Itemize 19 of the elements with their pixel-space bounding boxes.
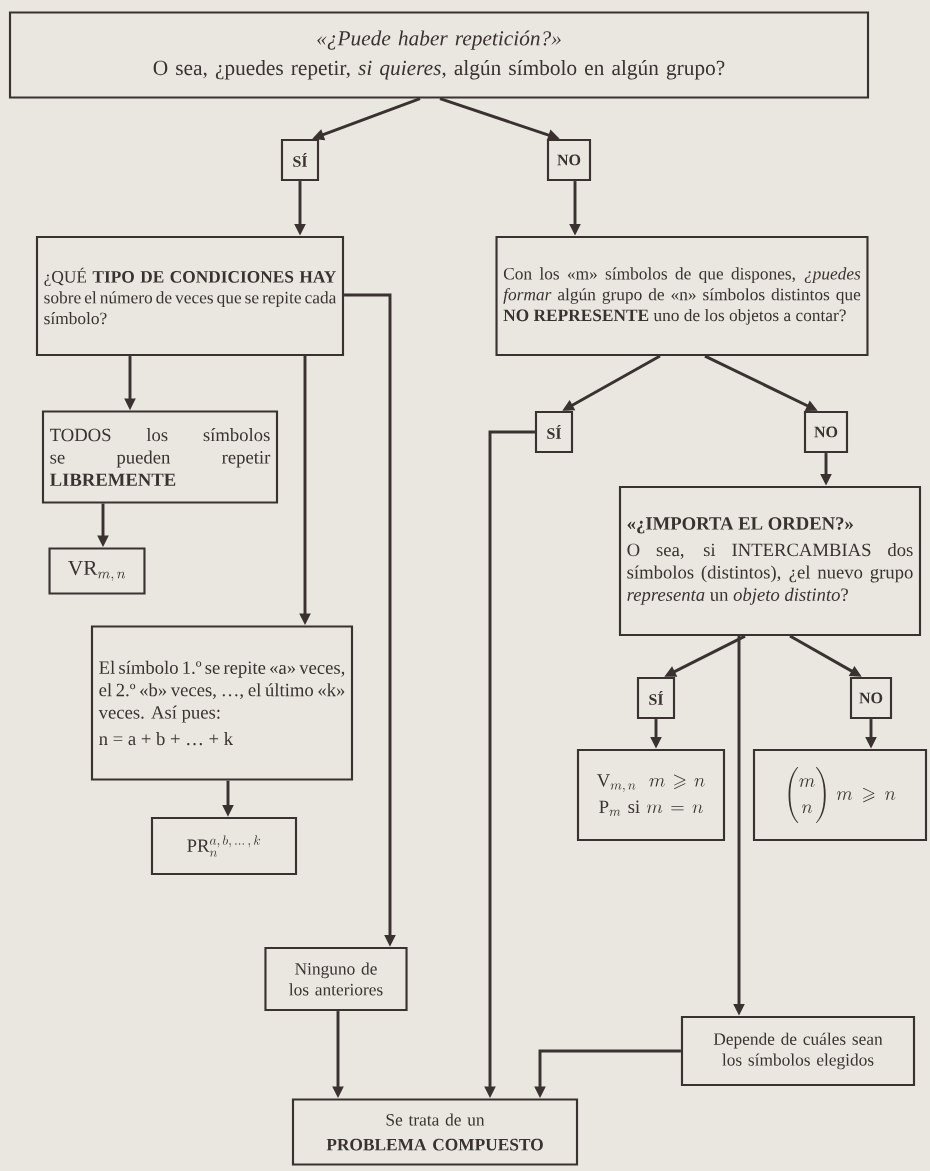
formula-box: $\mathrm{V}_{m,\,n}\ \ m \geqslant n$ $\mathrm{P}_{m}\ \mathrm{si}\ m = n$: [576, 748, 726, 842]
result-box: Se trata de un PROBLEMA COMPUESTO: [291, 1098, 579, 1166]
answer-box: NO: [849, 676, 893, 720]
result-box: Depende de cuáles sean los símbolos elegidos: [680, 1015, 916, 1087]
formula-box: $\binom{m}{n}\ m \geqslant n$: [752, 748, 928, 842]
question-box: Con los «m» símbolos de que dispones, ¿puedes formar algún grupo de «n» símbolos distintos que NO REPRESENTE uno de los objetos a contar?: [495, 235, 869, 357]
result-box: Ninguno de los anteriores: [264, 946, 408, 1012]
formula-box: $\mathrm{VR}_{m,\,n}$: [48, 547, 146, 595]
answer-box: NO: [546, 138, 592, 182]
answer-box: NO: [803, 410, 849, 454]
formula-box: $\mathrm{PR}^{a,\,b,\,\ldots\,,\,k}_{n}$: [150, 816, 298, 876]
question-box: «¿Puede haber repetición?» O sea, ¿puedes repetir, si quieres, algún símbolo en algún grupo?: [8, 11, 870, 99]
answer-box: SÍ: [636, 676, 676, 720]
condition-box: El símbolo 1.º se repite «a» veces, el 2.º «b» veces, …, el último «k» veces. Así pues: n = a + b + … + k: [90, 625, 354, 781]
answer-box: SÍ: [534, 410, 574, 454]
question-box: «¿IMPORTA EL ORDEN?» O sea, si INTERCAMBIAS dos símbolos (distintos), ¿el nuevo grupo representa un objeto distinto?: [618, 485, 922, 637]
condition-box: TODOS los símbolos se pueden repetir LIBREMENTE: [41, 410, 279, 504]
answer-box: SÍ: [280, 138, 320, 182]
question-box: ¿QUÉ TIPO DE CONDICIONES HAY sobre el número de veces que se repite cada símbolo?: [35, 235, 345, 357]
